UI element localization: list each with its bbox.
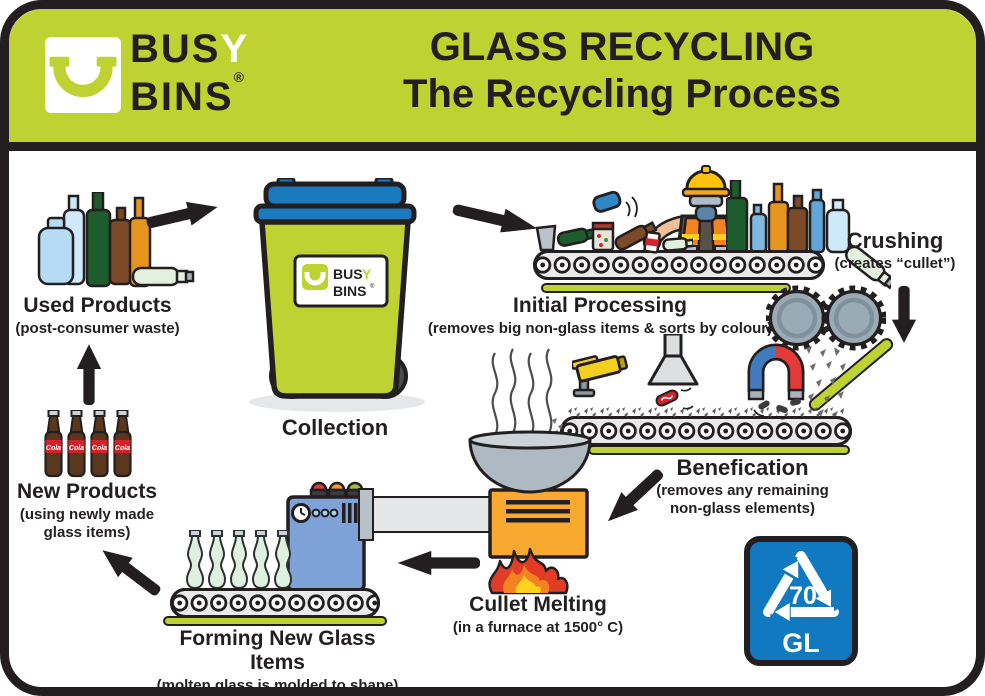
bin-label-y: Y	[362, 266, 372, 282]
bin-label-bus: BUS	[333, 266, 363, 282]
brand-wordmark: BUSY BINS®	[130, 27, 250, 119]
flow-arrow-melting-to-forming	[397, 550, 480, 576]
sorted-bottles-illustration	[726, 180, 891, 290]
wheelie-bin-illustration: BUS Y BINS ®	[249, 178, 425, 412]
waste-items-on-belt	[535, 221, 693, 254]
station-title: Used Products	[23, 294, 172, 317]
header	[9, 9, 976, 142]
station-subtitle: (removes big non-glass items & sorts by …	[427, 320, 773, 338]
title-line2: The Recycling Process	[403, 72, 841, 117]
station-subtitle: (using newly made glass items)	[19, 506, 155, 541]
cola-label: Cola	[46, 445, 61, 452]
gl-number: 70	[789, 582, 817, 610]
flow-arrow-new-to-used	[76, 344, 102, 405]
collection-label: Collection	[255, 415, 415, 440]
suction-hood-icon	[647, 334, 699, 410]
flow-arrow-crushing-down	[891, 286, 917, 343]
flow-arrow-forming-to-new-products	[102, 550, 161, 596]
station-subtitle: (removes any remaining non-glass element…	[656, 482, 829, 517]
station-title: Collection	[281, 415, 389, 440]
cullet-on-belt	[566, 406, 844, 418]
conveyor-base-bar	[163, 616, 387, 626]
new-glass-bottles-illustration	[185, 530, 292, 590]
cola-bottles-illustration: Cola	[44, 410, 132, 478]
station-subtitle: (post-consumer waste)	[15, 320, 180, 338]
station-subtitle: (creates “cullet”)	[834, 255, 956, 273]
recycling-mobius-icon: 70 GL	[763, 551, 839, 658]
title-line1: GLASS RECYCLING	[429, 25, 815, 69]
bin-label-registered: ®	[370, 283, 375, 290]
used-products-label: Used Products (post-consumer waste)	[5, 294, 190, 338]
station-title: Initial Processing	[513, 294, 687, 317]
crusher-gears-illustration	[766, 285, 886, 351]
cullet-melting-label: Cullet Melting (in a furnace at 1500° C)	[438, 593, 638, 637]
conveyor-base-bar	[541, 283, 791, 293]
station-title: Benefication	[676, 455, 809, 480]
magnet-icon	[747, 343, 805, 420]
benefication-label: Benefication (removes any remaining non-…	[640, 455, 845, 518]
used-bottles-illustration	[37, 192, 195, 288]
header-divider	[9, 142, 976, 151]
flow-arrow-used-to-collection	[146, 201, 218, 228]
station-title: Crushing	[846, 228, 944, 253]
gl-70-symbol: 70 GL	[744, 536, 858, 666]
conveyor-belt-forming	[170, 588, 380, 618]
flow-arrow-collection-to-processing	[452, 204, 538, 233]
station-title: Forming New Glass Items	[179, 627, 376, 675]
forming-label: Forming New Glass Items (molten glass is…	[150, 627, 405, 695]
smile-icon	[49, 56, 117, 97]
security-camera-icon	[572, 355, 629, 398]
bin-label-bins: BINS	[333, 283, 366, 299]
station-title: New Products	[16, 480, 158, 503]
new-products-label: New Products (using newly made glass ite…	[8, 480, 166, 542]
page-title: GLASS RECYCLING The Recycling Process	[322, 24, 922, 118]
station-subtitle: (molten glass is molded to shape)	[156, 677, 399, 695]
initial-processing-label: Initial Processing (removes big non-glas…	[425, 294, 775, 338]
busy-bins-logo	[45, 37, 121, 113]
station-subtitle: (in a furnace at 1500° C)	[452, 619, 624, 637]
crushing-label: Crushing (creates “cullet”)	[815, 228, 975, 273]
gl-code: GL	[782, 628, 820, 658]
station-title: Cullet Melting	[469, 593, 607, 616]
conveyor-belt-benefication	[560, 416, 852, 446]
thrown-item-icon	[592, 190, 638, 218]
forming-machine-illustration	[286, 481, 366, 592]
pipe-flange	[358, 488, 374, 541]
conveyor-belt-initial	[533, 250, 825, 280]
flow-arrow-benefication-to-melting	[608, 469, 664, 522]
furnace-illustration	[468, 348, 592, 595]
